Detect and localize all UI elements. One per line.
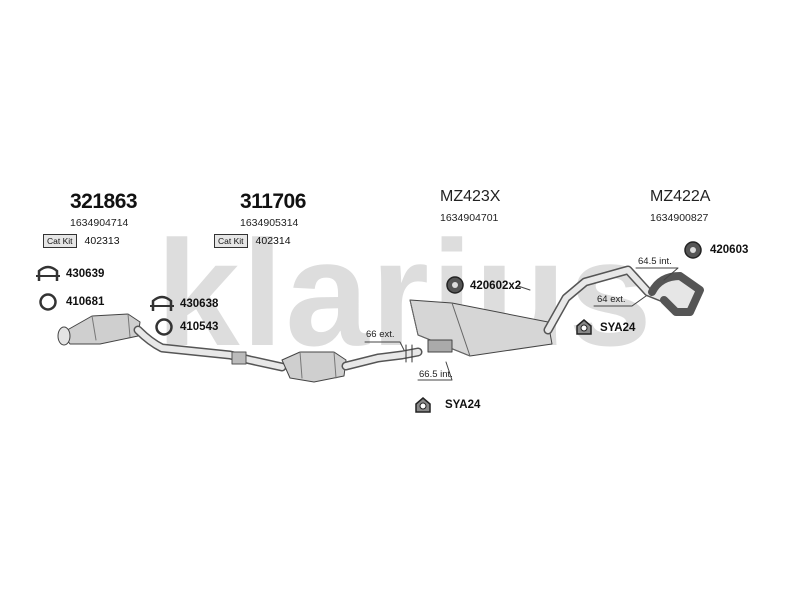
catkit-row-1: Cat Kit 402313 bbox=[43, 234, 120, 248]
u-bolt-clamp-icon bbox=[36, 265, 60, 281]
fitting-bracket-2: SYA24 bbox=[445, 399, 481, 411]
catkit-badge: Cat Kit bbox=[43, 234, 77, 248]
dimension-label-2: 66.5 int. bbox=[419, 369, 453, 380]
fitting-clamp-1: 430639 bbox=[66, 268, 105, 280]
center-silencer bbox=[409, 299, 553, 357]
catkit-number: 402313 bbox=[84, 235, 120, 247]
oem-number-center-silencer: 1634904701 bbox=[440, 212, 499, 224]
part-number-second-catalyst: 311706 bbox=[240, 190, 306, 213]
oem-number-rear-silencer: 1634900827 bbox=[650, 212, 709, 224]
rubber-mount-icon bbox=[684, 241, 702, 259]
part-number-front-catalyst: 321863 bbox=[70, 190, 138, 213]
part-number-rear-silencer: MZ422A bbox=[650, 188, 711, 205]
fitting-gasket-2: 410543 bbox=[180, 321, 219, 333]
oem-number-second-catalyst: 1634905314 bbox=[240, 217, 299, 229]
fitting-clamp-2: 430638 bbox=[180, 298, 219, 310]
catkit-number: 402314 bbox=[255, 235, 291, 247]
u-bolt-clamp-icon bbox=[150, 295, 174, 311]
hanger-bracket-icon bbox=[576, 319, 592, 335]
dimension-label-1: 66 ext. bbox=[366, 329, 395, 340]
fitting-mount-2: 420603 bbox=[710, 244, 749, 256]
rubber-mount-icon bbox=[446, 276, 464, 294]
tail-pipe bbox=[648, 272, 704, 316]
fitting-gasket-1: 410681 bbox=[66, 296, 105, 308]
dimension-label-4: 64 ext. bbox=[597, 294, 626, 305]
ring-gasket-icon bbox=[155, 318, 173, 336]
fitting-mount-1: 420602x2 bbox=[470, 280, 522, 292]
front-catalyst bbox=[57, 313, 141, 346]
second-catalyst bbox=[281, 351, 347, 383]
catkit-row-2: Cat Kit 402314 bbox=[214, 234, 291, 248]
part-number-center-silencer: MZ423X bbox=[440, 188, 501, 205]
ring-gasket-icon bbox=[39, 293, 57, 311]
hanger-bracket-icon bbox=[415, 397, 431, 413]
fitting-bracket-1: SYA24 bbox=[600, 322, 636, 334]
catkit-badge: Cat Kit bbox=[214, 234, 248, 248]
dimension-label-3: 64.5 int. bbox=[638, 256, 672, 267]
pipe-bracket bbox=[231, 351, 247, 365]
oem-number-front-catalyst: 1634904714 bbox=[70, 217, 129, 229]
